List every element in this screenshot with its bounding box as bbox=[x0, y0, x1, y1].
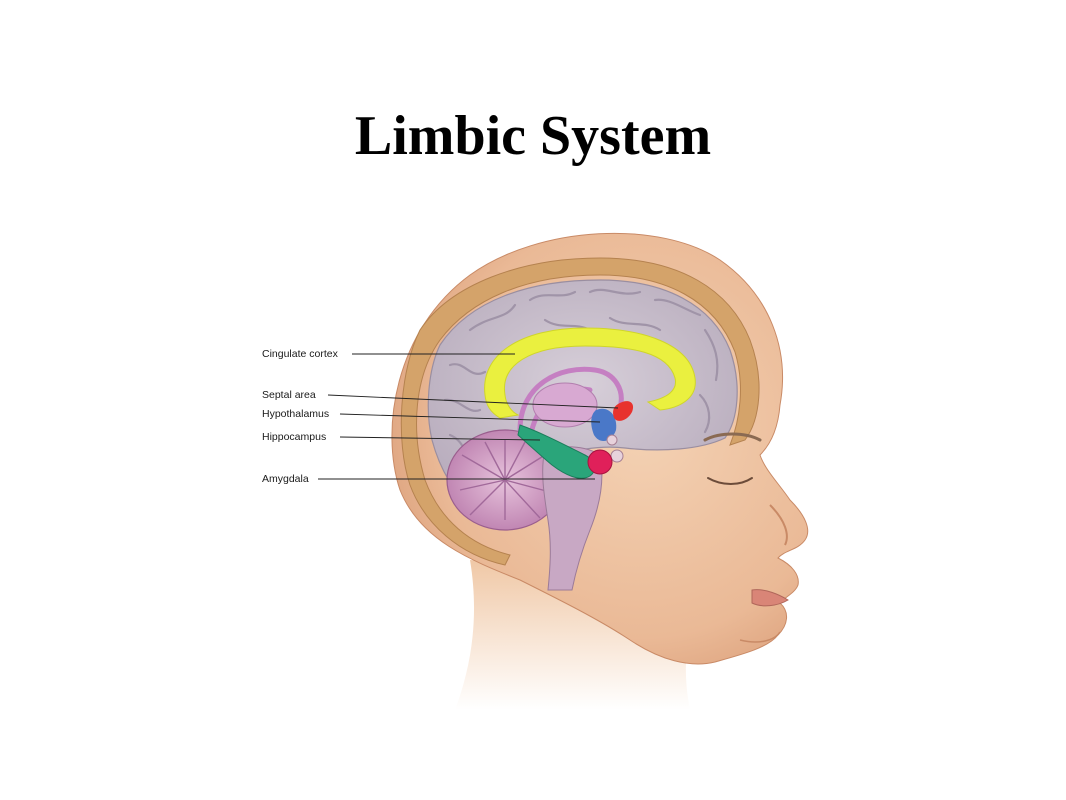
thalamus bbox=[532, 382, 598, 428]
eyebrow bbox=[703, 432, 762, 442]
cingulate-cortex-region bbox=[484, 327, 696, 419]
nose-shadow bbox=[769, 504, 788, 546]
amygdala-region bbox=[587, 449, 613, 475]
slide-title: Limbic System bbox=[354, 105, 712, 167]
svg-text:Amygdala: Amygdala bbox=[262, 473, 309, 485]
mammillary-body bbox=[606, 434, 618, 446]
hippocampus-region bbox=[517, 424, 596, 479]
chin-line bbox=[739, 631, 781, 643]
label-hippocampus: Hippocampus bbox=[262, 431, 541, 443]
diagram-labels: Cingulate cortex Septal area Hypothalamu… bbox=[262, 348, 619, 485]
pituitary bbox=[610, 449, 624, 463]
label-amygdala: Amygdala bbox=[262, 473, 595, 485]
lips bbox=[751, 589, 789, 607]
label-cingulate-cortex: Cingulate cortex bbox=[262, 348, 515, 360]
septal-area-region bbox=[613, 401, 634, 421]
label-septal-area: Septal area bbox=[262, 389, 619, 409]
svg-text:Hypothalamus: Hypothalamus bbox=[262, 408, 329, 420]
skull bbox=[400, 257, 760, 566]
svg-text:Hippocampus: Hippocampus bbox=[262, 431, 326, 443]
label-hypothalamus: Hypothalamus bbox=[262, 408, 601, 423]
svg-text:Cingulate cortex: Cingulate cortex bbox=[262, 348, 339, 360]
eye bbox=[707, 477, 753, 485]
cerebellum-folia bbox=[459, 440, 551, 520]
hypothalamus-region bbox=[591, 408, 617, 442]
svg-text:Septal area: Septal area bbox=[262, 389, 316, 401]
